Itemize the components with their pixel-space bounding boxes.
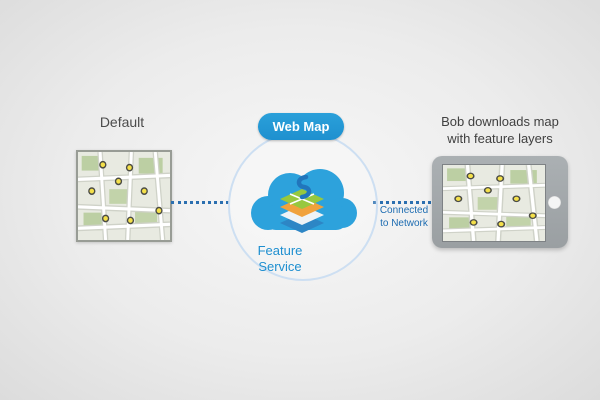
bob-caption: Bob downloads map with feature layers: [430, 114, 570, 148]
feature-service-line1: Feature: [257, 243, 303, 258]
left-dotted-connector: [171, 201, 229, 204]
feature-service-label: Feature Service: [238, 243, 322, 276]
default-label: Default: [99, 114, 145, 130]
map-thumbnail-icon: [443, 165, 545, 241]
connected-to-network-label: Connected to Network: [372, 205, 436, 230]
web-map-badge: Web Map: [258, 113, 344, 140]
bob-caption-line1: Bob downloads map: [441, 114, 559, 129]
map-thumbnail-icon: [78, 152, 170, 240]
tablet-screen-map: [442, 164, 546, 242]
tablet-device: [432, 156, 568, 248]
default-map-thumbnail: [76, 150, 172, 242]
right-dotted-connector: [373, 201, 431, 204]
feature-layers-icon: [276, 174, 328, 235]
connected-line2: to Network: [380, 217, 428, 229]
feature-service-line2: Service: [258, 259, 302, 275]
bob-caption-line2: with feature layers: [447, 130, 553, 146]
tablet-home-button: [548, 195, 561, 209]
connected-line1: Connected: [379, 205, 429, 216]
